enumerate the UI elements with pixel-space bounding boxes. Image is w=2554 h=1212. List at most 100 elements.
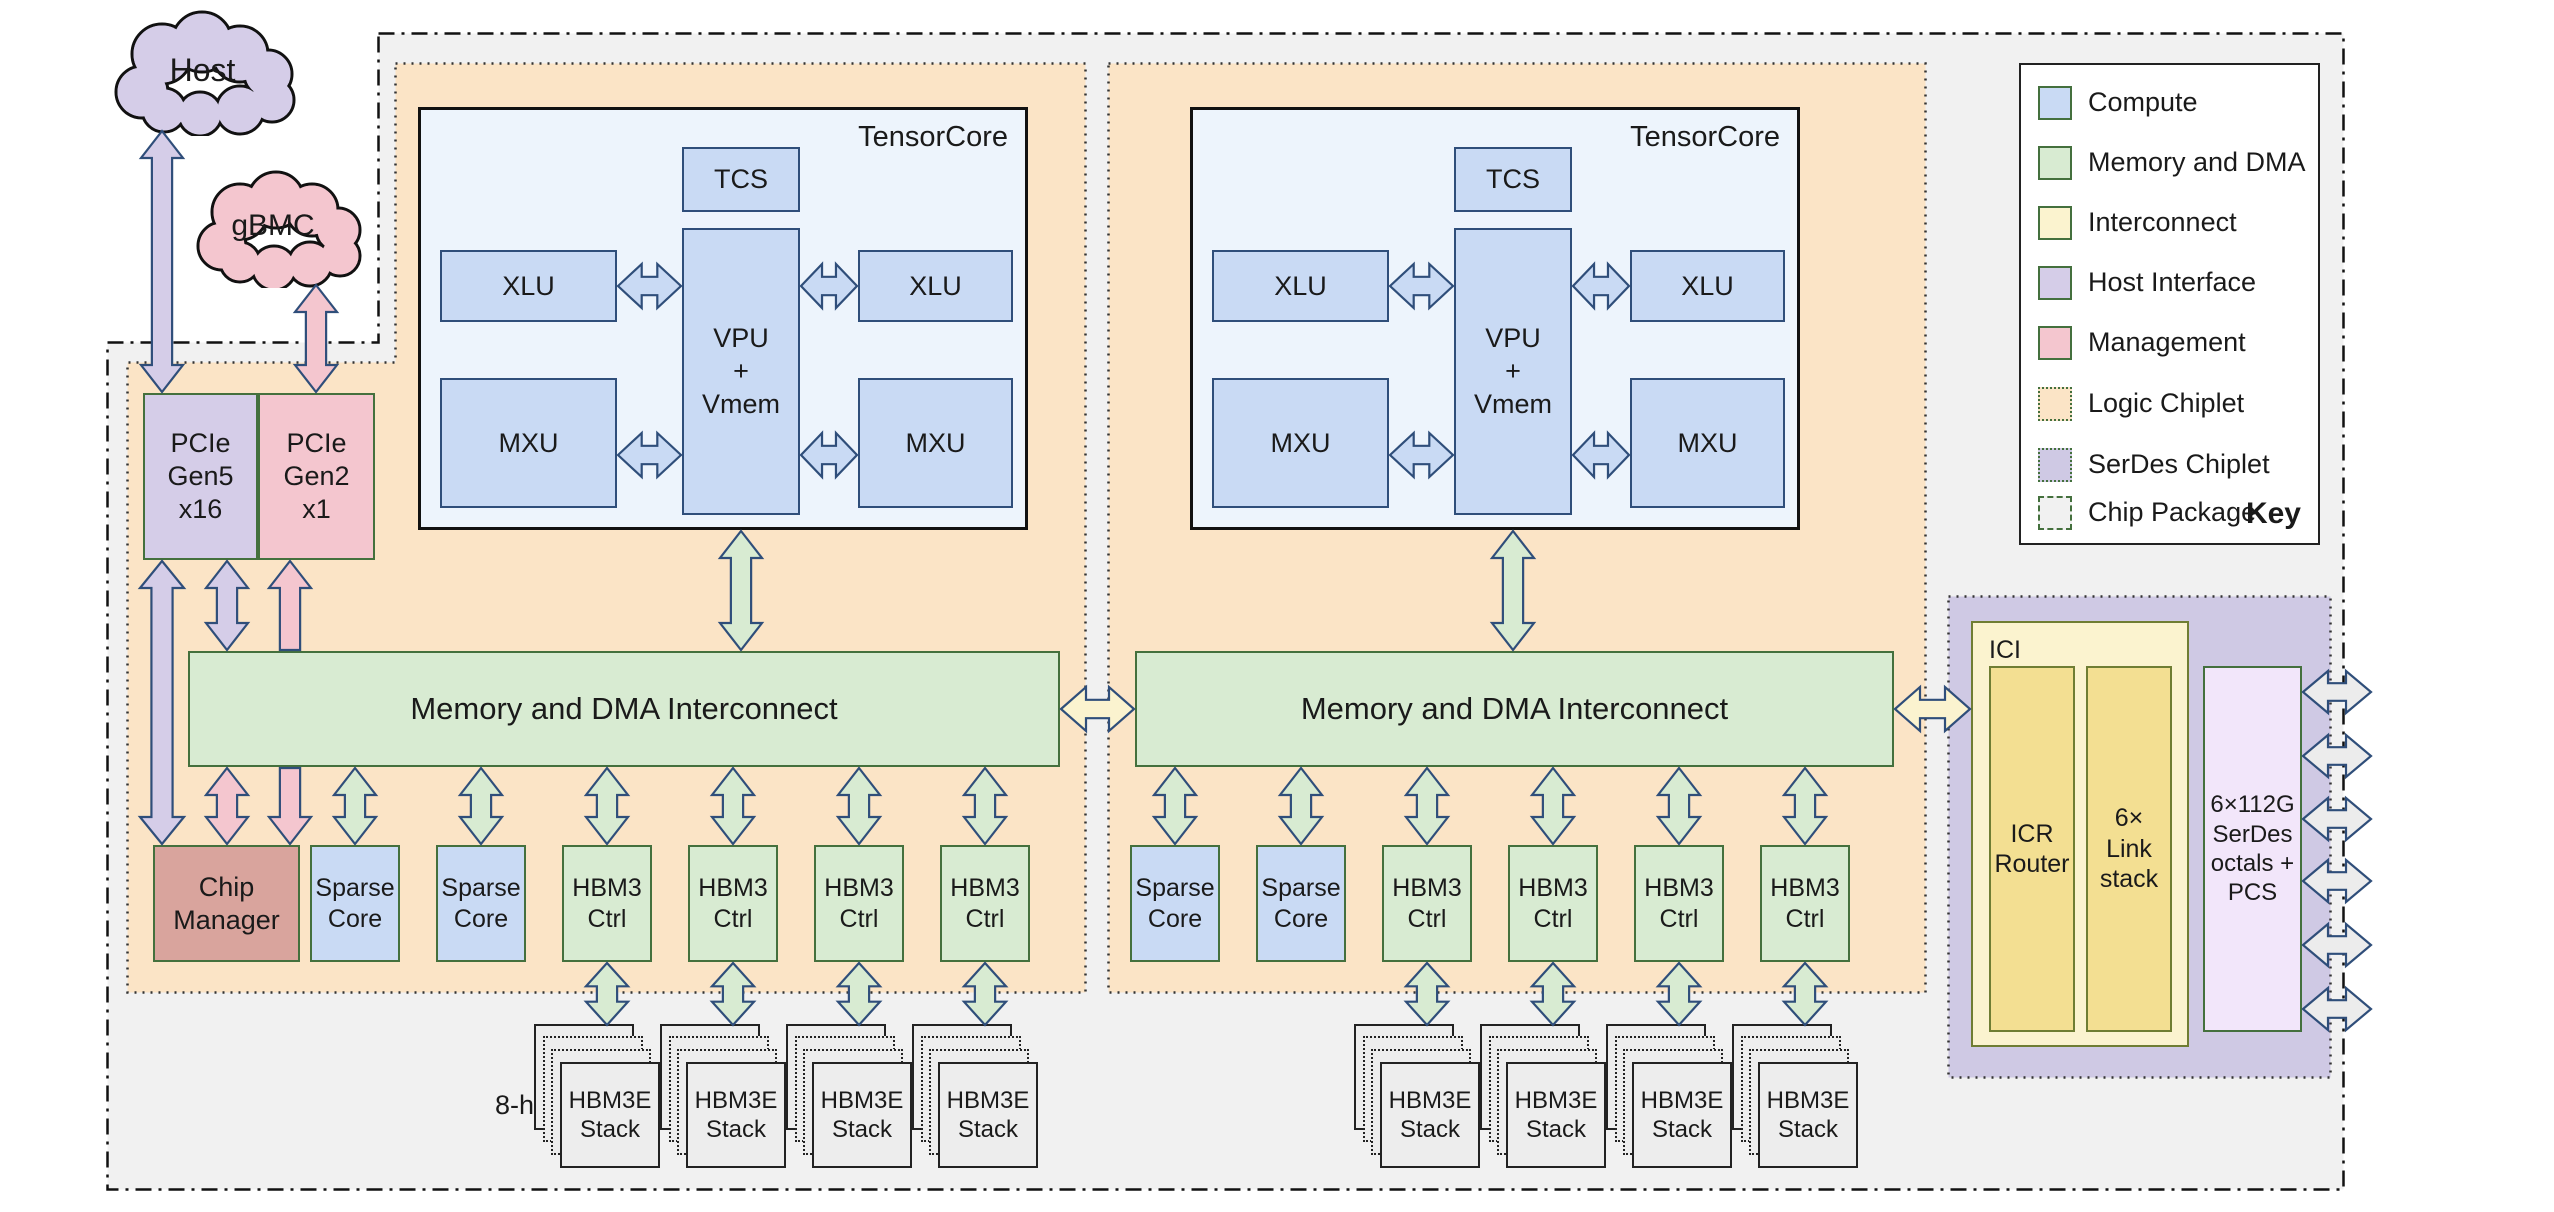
legend-label: Compute bbox=[2088, 87, 2198, 117]
xlu-right-block: XLU bbox=[1630, 250, 1785, 322]
legend-label: Management bbox=[2088, 327, 2246, 357]
chip-manager-line: Manager bbox=[173, 904, 280, 935]
label-line: Vmem bbox=[1473, 388, 1552, 419]
label-line: Stack bbox=[1399, 1116, 1461, 1143]
arrow-host-pcie5 bbox=[138, 129, 186, 394]
legend-swatch-serdes-chiplet bbox=[2038, 448, 2072, 482]
interconnect-label: Memory and DMA Interconnect bbox=[410, 691, 838, 726]
gbmc-cloud-label: gBMC bbox=[231, 208, 315, 242]
arrow-mxu-vpu bbox=[1388, 430, 1455, 480]
arrow-tensorcore2-interconnect2 bbox=[1489, 529, 1537, 652]
arrow-interconnect1-chip-manager bbox=[203, 766, 251, 846]
legend-label: SerDes Chiplet bbox=[2088, 449, 2270, 479]
xlu-right-block: XLU bbox=[858, 250, 1013, 322]
pcie-gen5-line: PCIe bbox=[170, 428, 231, 459]
label-line: HBM3E bbox=[1514, 1086, 1598, 1114]
serdes-line: octals + bbox=[2210, 850, 2295, 877]
arrow-ctrl-hbm-stack bbox=[1655, 961, 1703, 1027]
memory-dma-interconnect-2: Memory and DMA Interconnect bbox=[1135, 651, 1894, 767]
label-line: HBM3E bbox=[1766, 1086, 1850, 1114]
pcie-gen5-block: PCIe Gen5 x16 bbox=[143, 393, 258, 560]
arrow-interconnect-row bbox=[1403, 766, 1451, 846]
serdes-line: SerDes bbox=[2212, 820, 2293, 848]
label-line: HBM3 bbox=[1392, 874, 1462, 902]
arrow-serdes-external-link bbox=[2301, 921, 2373, 969]
arrow-interconnect-row bbox=[1277, 766, 1325, 846]
mxu-right-block: MXU bbox=[1630, 378, 1785, 508]
label-line: Stack bbox=[1651, 1116, 1713, 1143]
arrow-interconnect-row bbox=[1781, 766, 1829, 846]
link-stack-block: 6× Link stack bbox=[2086, 666, 2172, 1032]
label-line: HBM3 bbox=[1644, 874, 1714, 902]
link-stack-line: 6× bbox=[2114, 804, 2144, 833]
label-line: Stack bbox=[1777, 1116, 1839, 1143]
arrow-serdes-external-link bbox=[2301, 732, 2373, 780]
label-line: HBM3 bbox=[1770, 874, 1840, 902]
label-line: HBM3 bbox=[572, 874, 642, 902]
arrow-interconnect-row bbox=[709, 766, 757, 846]
hbm-height-note: 8-hi bbox=[494, 1090, 540, 1120]
pcie-gen5-line: x16 bbox=[178, 493, 223, 524]
label-line: Ctrl bbox=[587, 904, 627, 933]
label-line: Stack bbox=[705, 1116, 767, 1143]
label-line: Ctrl bbox=[713, 904, 753, 933]
label-line: Sparse bbox=[441, 874, 521, 902]
legend-label: Logic Chiplet bbox=[2088, 388, 2245, 418]
label-line: Ctrl bbox=[965, 904, 1005, 933]
arrow-interconnect-row bbox=[583, 766, 631, 846]
xlu-left-block: XLU bbox=[1212, 250, 1389, 322]
pcie-gen2-line: PCIe bbox=[286, 428, 347, 459]
label-line: HBM3 bbox=[1518, 874, 1588, 902]
label-line: HBM3E bbox=[820, 1086, 904, 1114]
chip-manager-block: Chip Manager bbox=[153, 845, 300, 962]
arrow-interconnect-row bbox=[1655, 766, 1703, 846]
tensorcore-label: TensorCore bbox=[858, 121, 1008, 153]
arrow-pcie5-interconnect1 bbox=[203, 559, 251, 652]
label-line: Ctrl bbox=[839, 904, 879, 933]
label-line: Stack bbox=[1525, 1116, 1587, 1143]
arrow-interconnect1-pcie2 bbox=[266, 559, 314, 652]
tcs-block: TCS bbox=[1454, 147, 1572, 212]
arrow-ctrl-hbm-stack bbox=[583, 961, 631, 1027]
tensorcore-label: TensorCore bbox=[1630, 121, 1780, 153]
arrow-serdes-external-link bbox=[2301, 795, 2373, 843]
label-line: HBM3E bbox=[568, 1086, 652, 1114]
mxu-left-block: MXU bbox=[440, 378, 617, 508]
legend-label: Chip Package bbox=[2088, 497, 2257, 527]
label-line: VPU bbox=[713, 323, 769, 354]
arrow-ctrl-hbm-stack bbox=[1403, 961, 1451, 1027]
label-line: Ctrl bbox=[1533, 904, 1573, 933]
legend-key-label: Key bbox=[2245, 497, 2301, 530]
host-cloud-label: Host bbox=[169, 51, 236, 88]
arrow-interconnect-row bbox=[835, 766, 883, 846]
label-line: Sparse bbox=[1261, 874, 1341, 902]
legend-swatch-management bbox=[2038, 326, 2072, 360]
label-line: Ctrl bbox=[1659, 904, 1699, 933]
legend-swatch-host-interface bbox=[2038, 266, 2072, 300]
pcie-gen2-line: Gen2 bbox=[283, 461, 350, 492]
label-line: HBM3 bbox=[824, 874, 894, 902]
mxu-right-block: MXU bbox=[858, 378, 1013, 508]
legend-swatch-compute bbox=[2038, 86, 2072, 120]
chip-manager-line: Chip bbox=[198, 871, 255, 902]
label-line: HBM3E bbox=[946, 1086, 1030, 1114]
label-line: Sparse bbox=[1135, 874, 1215, 902]
label-line: + bbox=[733, 356, 749, 387]
pcie-gen2-block: PCIe Gen2 x1 bbox=[258, 393, 375, 560]
arrow-serdes-external-link bbox=[2301, 668, 2373, 716]
